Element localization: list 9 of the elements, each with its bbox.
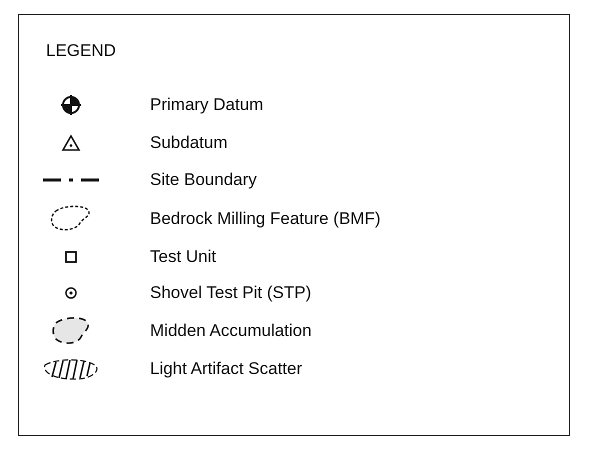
legend-label: Site Boundary	[150, 170, 257, 190]
legend-label: Test Unit	[150, 247, 216, 267]
legend-label: Subdatum	[150, 133, 228, 153]
legend-label: Midden Accumulation	[150, 321, 312, 341]
legend-title: LEGEND	[46, 41, 116, 61]
legend-label: Light Artifact Scatter	[150, 359, 302, 379]
legend-label: Primary Datum	[150, 95, 264, 115]
legend-label: Shovel Test Pit (STP)	[150, 283, 312, 303]
legend-label: Bedrock Milling Feature (BMF)	[150, 209, 381, 229]
